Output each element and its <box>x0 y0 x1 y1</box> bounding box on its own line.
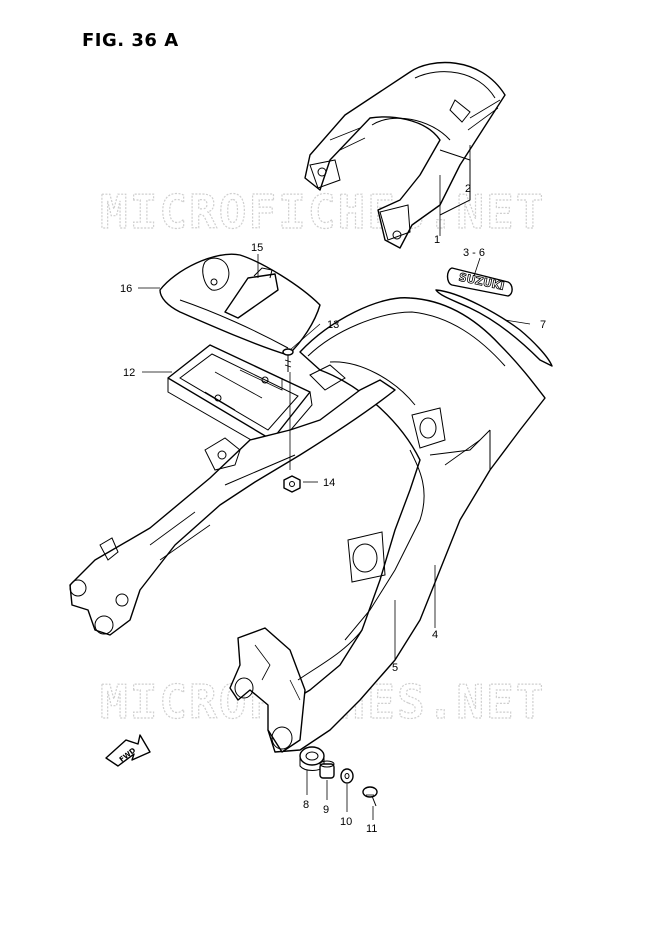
callout-12: 12 <box>123 367 135 379</box>
screw-13 <box>282 348 294 372</box>
callout-5: 5 <box>392 662 398 674</box>
callout-3-6: 3 - 6 <box>463 247 485 259</box>
seat-tail-left-arm <box>69 364 396 636</box>
callout-11: 11 <box>366 823 377 835</box>
trim-strip <box>435 289 553 367</box>
callout-10: 10 <box>340 816 352 828</box>
fwd-arrow-icon: FWD <box>105 734 151 767</box>
callout-2: 2 <box>465 183 471 195</box>
callout-9: 9 <box>323 804 329 816</box>
callout-15: 15 <box>251 242 263 254</box>
collar-9 <box>319 760 335 779</box>
callout-13: 13 <box>327 319 339 331</box>
figure-title: FIG. 36 A <box>82 30 179 51</box>
callout-4: 4 <box>432 629 438 641</box>
callout-labels: 1 2 3 - 6 4 5 7 8 9 10 11 12 13 14 15 16 <box>120 183 546 835</box>
seat-tail-cowl-main <box>229 297 546 753</box>
callout-1: 1 <box>434 234 440 246</box>
washer-10 <box>340 768 354 784</box>
callout-7: 7 <box>540 319 546 331</box>
callout-14: 14 <box>323 477 335 489</box>
leader-lines <box>138 145 531 820</box>
nut-14 <box>283 475 301 493</box>
watermark-top: MICROFICHES.NET <box>100 185 545 239</box>
seat-rail-cowl-small <box>304 61 506 249</box>
bolt-11 <box>362 786 378 807</box>
suzuki-emblem: SUZUKI <box>446 267 513 297</box>
callout-16: 16 <box>120 283 132 295</box>
callout-8: 8 <box>303 799 309 811</box>
